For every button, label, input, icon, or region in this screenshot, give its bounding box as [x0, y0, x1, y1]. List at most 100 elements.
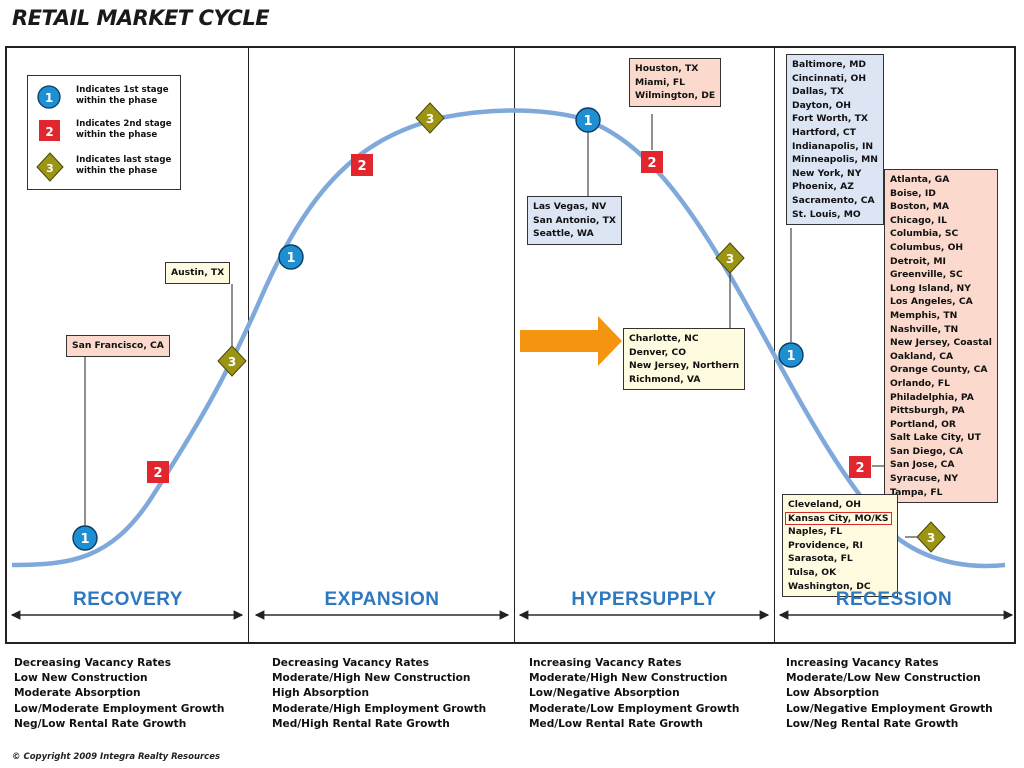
- phase-label-recession: RECESSION: [835, 589, 953, 610]
- characteristic: Low/Moderate Employment Growth: [14, 702, 225, 715]
- market-name: New York, NY: [792, 167, 862, 179]
- phase-label-recovery: RECOVERY: [73, 589, 183, 610]
- market-name: San Diego, CA: [890, 445, 963, 457]
- phase-label-hypersupply: HYPERSUPPLY: [571, 589, 717, 610]
- stage-1-marker: 1: [778, 342, 804, 368]
- phase-divider: [514, 46, 515, 644]
- market-name: Detroit, MI: [890, 255, 946, 267]
- svg-text:1: 1: [45, 91, 53, 105]
- svg-text:3: 3: [426, 112, 434, 126]
- legend-item: 2 Indicates 2nd stage within the phase: [28, 116, 182, 146]
- market-name: Portland, OR: [890, 418, 957, 430]
- svg-text:2: 2: [647, 156, 656, 171]
- svg-text:1: 1: [286, 251, 295, 266]
- characteristic: Moderate/High New Construction: [529, 672, 728, 685]
- market-name: Greenville, SC: [890, 269, 963, 281]
- market-name: Sacramento, CA: [792, 194, 875, 206]
- market-name: Wilmington, DE: [635, 90, 716, 102]
- market-name: Denver, CO: [629, 346, 687, 358]
- legend-item: 3 Indicates last stage within the phase: [28, 152, 182, 182]
- market-name: Miami, FL: [635, 76, 686, 88]
- characteristic: Low Absorption: [786, 687, 880, 700]
- market-name: San Jose, CA: [890, 459, 955, 471]
- market-name: Charlotte, NC: [629, 333, 699, 344]
- market-name: Salt Lake City, UT: [890, 432, 981, 444]
- svg-text:1: 1: [786, 349, 795, 364]
- legend-text: Indicates last stage within the phase: [76, 155, 172, 176]
- characteristic: Moderate Absorption: [14, 687, 141, 700]
- legend-text: Indicates 2nd stage within the phase: [76, 119, 172, 140]
- market-name: New Jersey, Northern: [629, 360, 740, 372]
- market-name: Columbia, SC: [890, 228, 959, 240]
- market-name: Fort Worth, TX: [792, 113, 868, 125]
- market-name: Oakland, CA: [890, 350, 954, 362]
- current-position-arrow: [520, 316, 622, 366]
- market-name: Orlando, FL: [890, 377, 950, 389]
- highlighted-market: Kansas City, MO/KS: [785, 511, 892, 525]
- market-name: Chicago, IL: [890, 214, 947, 226]
- svg-text:2: 2: [357, 159, 366, 174]
- market-name: Boston, MA: [890, 201, 949, 213]
- characteristic: Decreasing Vacancy Rates: [14, 657, 172, 669]
- market-name: Columbus, OH: [890, 241, 964, 253]
- characteristic: Moderate/High New Construction: [272, 672, 471, 685]
- market-name: Cleveland, OH: [788, 499, 861, 510]
- market-name: Las Vegas, NV: [533, 201, 607, 212]
- diagram-frame: [5, 46, 1016, 644]
- svg-text:3: 3: [46, 162, 54, 175]
- diagram-title: RETAIL MARKET CYCLE: [12, 6, 270, 30]
- market-box-expansion-stage-3: Austin, TX: [165, 262, 231, 284]
- market-name: Phoenix, AZ: [792, 181, 854, 193]
- market-name: Minneapolis, MN: [792, 154, 878, 166]
- phase-divider: [774, 46, 775, 644]
- svg-text:1: 1: [80, 532, 89, 547]
- characteristic: High Absorption: [272, 687, 369, 700]
- characteristic: Moderate/High Employment Growth: [272, 702, 487, 715]
- market-box-recession-stage-1: Baltimore, MD Cincinnati, OH Dallas, TX …: [786, 54, 884, 226]
- market-name: Dayton, OH: [792, 99, 851, 111]
- characteristic: Low/Neg Rental Rate Growth: [786, 717, 959, 730]
- stage-2-marker: 2: [351, 154, 373, 176]
- market-box-hypersupply-stage-1: Las Vegas, NV San Antonio, TX Seattle, W…: [527, 196, 622, 245]
- market-name: Providence, RI: [788, 539, 863, 551]
- market-box-recovery-stage-3: San Francisco, CA: [66, 335, 170, 357]
- market-box-hypersupply-stage-3: Charlotte, NC Denver, CO New Jersey, Nor…: [623, 328, 746, 391]
- market-name: New Jersey, Coastal: [890, 337, 992, 349]
- characteristic: Decreasing Vacancy Rates: [272, 657, 430, 669]
- svg-text:3: 3: [927, 531, 935, 545]
- svg-text:2: 2: [855, 461, 864, 476]
- market-cycle-curve: [11, 108, 1006, 569]
- market-box-recession-stage-2: Atlanta, GA Boise, ID Boston, MA Chicago…: [884, 169, 998, 504]
- market-name: San Francisco, CA: [72, 340, 164, 351]
- recession-characteristics: Increasing Vacancy Rates Moderate/Low Ne…: [786, 656, 993, 732]
- market-name: Syracuse, NY: [890, 473, 959, 485]
- stage-3-icon: 3: [36, 152, 64, 182]
- stage-3-marker: 3: [217, 345, 247, 377]
- legend: 1 Indicates 1st stage within the phase 2…: [27, 75, 181, 190]
- stage-3-marker: 3: [715, 242, 745, 274]
- characteristic: Low/Negative Absorption: [529, 687, 680, 700]
- market-name: Austin, TX: [171, 267, 225, 278]
- svg-text:2: 2: [45, 125, 53, 139]
- market-name: San Antonio, TX: [533, 214, 616, 226]
- stage-1-icon: 1: [37, 85, 61, 109]
- market-name: Atlanta, GA: [890, 174, 950, 185]
- stage-3-marker: 3: [415, 102, 445, 134]
- market-name: Orange County, CA: [890, 364, 988, 376]
- characteristic: Low/Negative Employment Growth: [786, 702, 993, 715]
- recovery-characteristics: Decreasing Vacancy Rates Low New Constru…: [14, 656, 224, 732]
- market-name: Long Island, NY: [890, 282, 971, 294]
- stage-2-icon: 2: [39, 120, 60, 141]
- characteristic: Neg/Low Rental Rate Growth: [14, 717, 187, 730]
- market-box-recession-stage-3: Cleveland, OH Kansas City, MO/KS Naples,…: [782, 494, 898, 598]
- market-name: Philadelphia, PA: [890, 391, 974, 403]
- market-name: Indianapolis, IN: [792, 140, 874, 152]
- market-name: Sarasota, FL: [788, 553, 853, 565]
- svg-text:1: 1: [583, 114, 592, 129]
- market-name: Washington, DC: [788, 580, 871, 592]
- market-name: Richmond, VA: [629, 373, 701, 385]
- phase-label-expansion: EXPANSION: [324, 589, 440, 610]
- market-name: Boise, ID: [890, 187, 936, 199]
- market-name: St. Louis, MO: [792, 208, 861, 220]
- expansion-characteristics: Decreasing Vacancy Rates Moderate/High N…: [272, 656, 486, 732]
